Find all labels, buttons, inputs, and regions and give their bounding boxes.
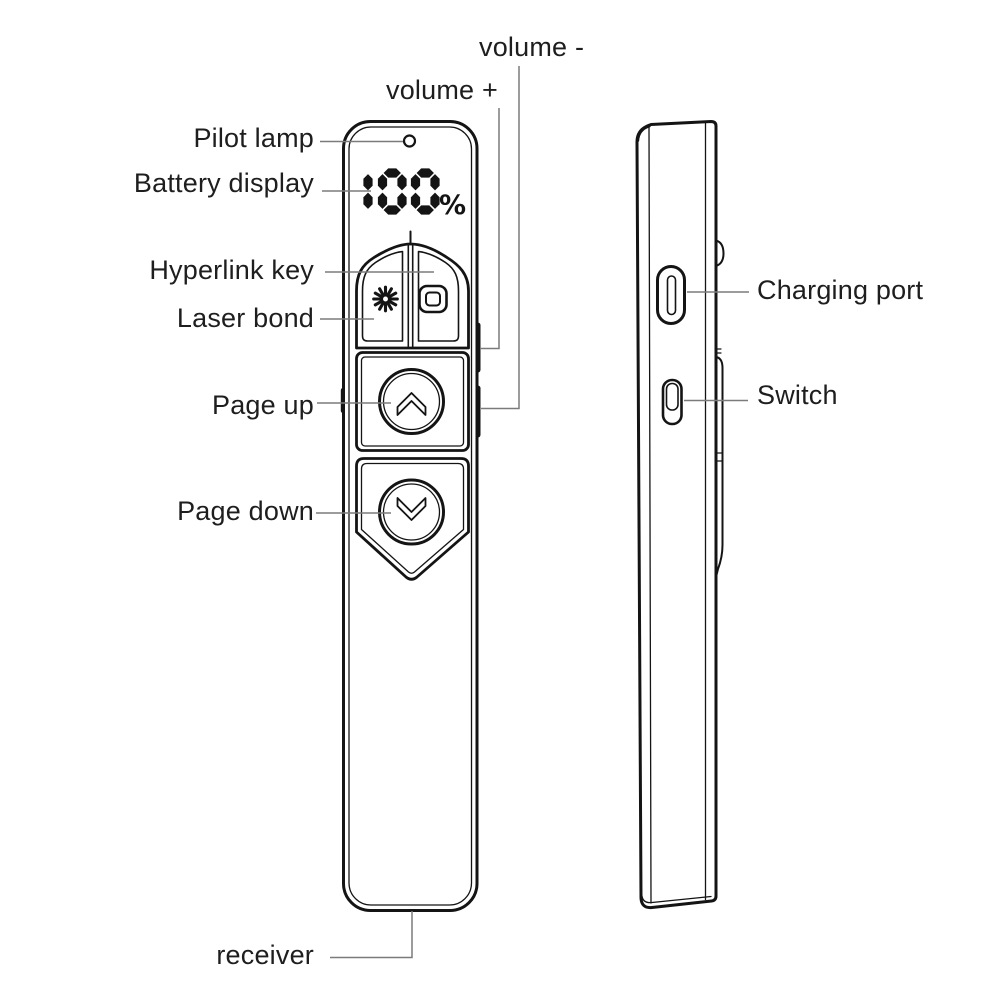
hyperlink-key [417, 250, 460, 342]
laser-burst-icon [372, 285, 399, 313]
battery-level-display [362, 168, 442, 215]
label-receiver: receiver [216, 940, 314, 970]
side-inner-top-curve [637, 125, 651, 142]
label-page-up: Page up [212, 390, 314, 420]
side-view [635, 120, 725, 910]
power-switch [661, 378, 683, 426]
leader-volume-plus [480, 108, 500, 350]
label-page-down: Page down [177, 496, 314, 526]
chevron-up-icon [396, 392, 427, 416]
label-charging-port: Charging port [757, 275, 924, 305]
page-down-button [355, 457, 470, 581]
side-button-profile-top [715, 239, 725, 267]
side-body-outline [635, 120, 718, 910]
label-pilot-lamp: Pilot lamp [193, 123, 314, 153]
label-volume-plus: volume + [386, 75, 498, 105]
key-cluster [355, 230, 470, 350]
label-laser-bond: Laser bond [176, 303, 314, 333]
front-view [340, 120, 481, 912]
leader-lines [316, 66, 749, 959]
pilot-lamp-dot [402, 134, 417, 148]
laser-key [361, 250, 404, 342]
side-inner-left-line [648, 126, 652, 904]
label-volume-minus: volume - [479, 32, 585, 62]
label-switch: Switch [757, 380, 838, 410]
hyperlink-key-icon [418, 284, 448, 314]
side-inner-bottom-line [641, 895, 712, 904]
chevron-down-icon [396, 497, 427, 521]
label-hyperlink-key: Hyperlink key [149, 255, 314, 285]
label-battery-display: Battery display [133, 168, 314, 198]
battery-percent-sign: % [439, 190, 466, 221]
front-body-inner-line [348, 126, 473, 906]
charging-port [656, 265, 686, 325]
leader-receiver [330, 911, 413, 959]
leader-volume-minus [481, 66, 520, 410]
page-up-button [355, 351, 470, 452]
side-button-profile-long [715, 356, 724, 578]
